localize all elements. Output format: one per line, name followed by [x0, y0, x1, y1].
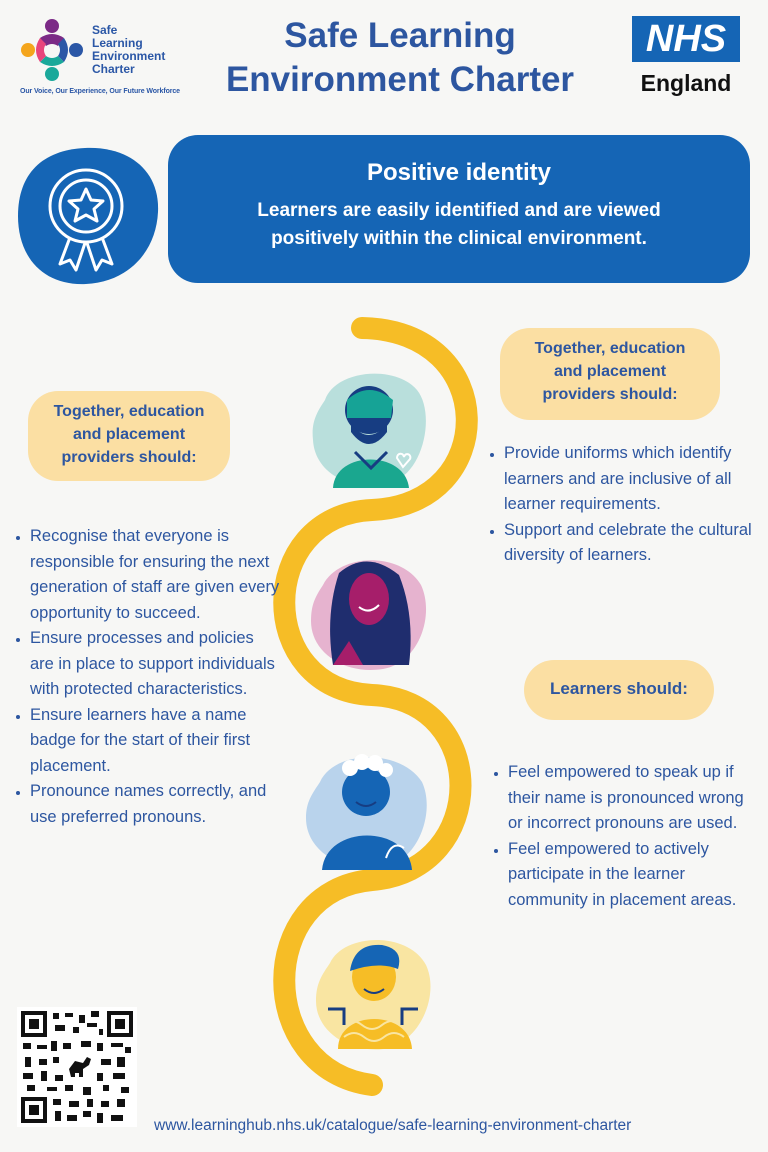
- right-bullet-list-1: Provide uniforms which identify learners…: [482, 441, 758, 569]
- right-pill-1-line-1: Together, education: [534, 340, 686, 357]
- page-title: Safe Learning Environment Charter: [190, 14, 610, 102]
- award-ribbon-icon: [18, 147, 159, 285]
- list-item: Support and celebrate the cultural diver…: [504, 518, 758, 569]
- list-item: Ensure processes and policies are in pla…: [30, 626, 280, 703]
- qr-code[interactable]: [17, 1007, 137, 1127]
- left-pill-line-3: providers should:: [61, 449, 197, 466]
- right-bullet-list-2: Feel empowered to speak up if their name…: [486, 760, 758, 913]
- left-pill-line-1: Together, education: [53, 403, 205, 420]
- list-item: Ensure learners have a name badge for th…: [30, 703, 280, 780]
- logo-line-2: Learning: [92, 36, 143, 50]
- person-avatar-3-icon: [306, 754, 427, 870]
- left-pill-line-2: and placement: [72, 426, 186, 443]
- list-item: Recognise that everyone is responsible f…: [30, 524, 280, 626]
- right-heading-pill-1: Together, education and placement provid…: [500, 328, 720, 420]
- banner-subtitle: Learners are easily identified and are v…: [168, 197, 750, 253]
- list-item: Feel empowered to actively participate i…: [508, 837, 758, 914]
- nhs-logo: NHS: [632, 16, 740, 62]
- person-avatar-4-icon: [316, 940, 431, 1050]
- people-circle-icon: [21, 19, 83, 81]
- charter-logo: Safe Learning Environment Charter Our Vo…: [14, 14, 194, 104]
- title-line-2: Environment Charter: [225, 60, 575, 99]
- logo-line-4: Charter: [92, 62, 135, 76]
- list-item: Provide uniforms which identify learners…: [504, 441, 758, 518]
- right-heading-pill-2: Learners should:: [524, 660, 714, 720]
- nhs-region: England: [640, 70, 732, 96]
- person-avatar-1-icon: [312, 373, 426, 488]
- left-bullet-list: Recognise that everyone is responsible f…: [8, 524, 280, 830]
- list-item: Pronounce names correctly, and use prefe…: [30, 779, 280, 830]
- footer-url-link[interactable]: www.learninghub.nhs.uk/catalogue/safe-le…: [154, 1117, 632, 1134]
- banner-subtitle-line-2: positively within the clinical environme…: [271, 228, 647, 249]
- left-heading-pill: Together, education and placement provid…: [28, 391, 230, 481]
- list-item: Feel empowered to speak up if their name…: [508, 760, 758, 837]
- right-pill-1-line-3: providers should:: [542, 386, 678, 403]
- banner-subtitle-line-1: Learners are easily identified and are v…: [257, 200, 661, 221]
- identity-banner: Positive identity Learners are easily id…: [168, 135, 750, 283]
- logo-line-3: Environment: [92, 49, 166, 63]
- right-pill-1-line-2: and placement: [553, 363, 667, 380]
- title-line-1: Safe Learning: [284, 16, 516, 55]
- logo-line-1: Safe: [92, 23, 118, 37]
- banner-title: Positive identity: [366, 159, 552, 186]
- logo-tagline: Our Voice, Our Experience, Our Future Wo…: [20, 88, 180, 95]
- person-avatar-2-icon: [311, 560, 427, 670]
